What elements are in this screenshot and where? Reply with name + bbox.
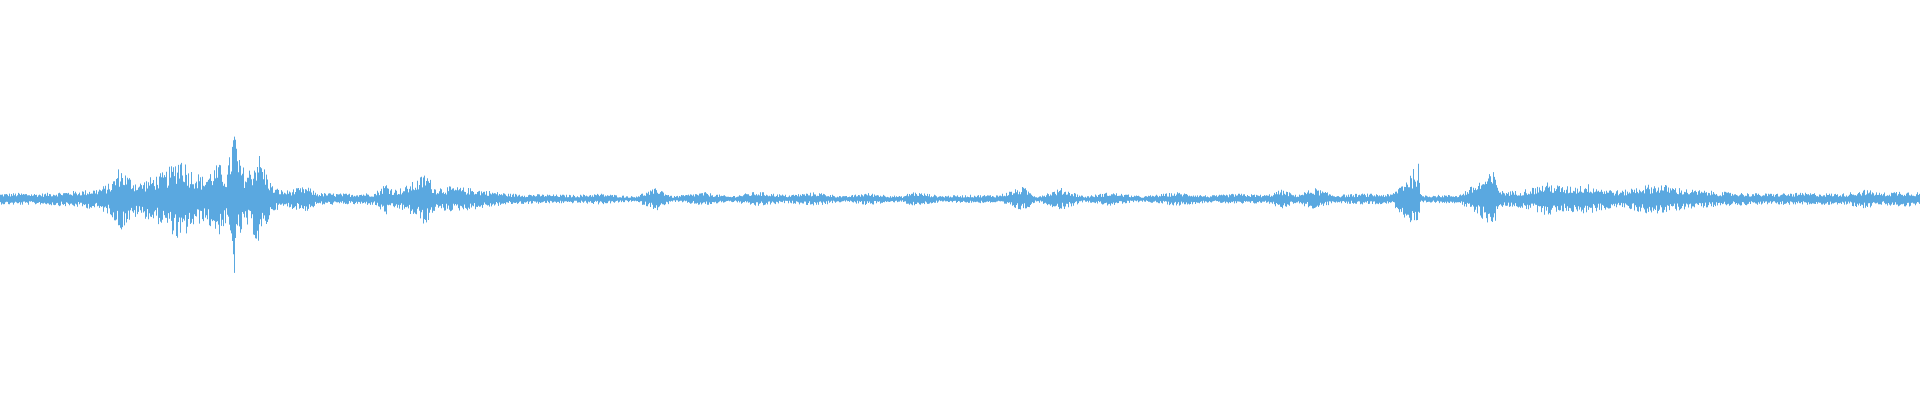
waveform-samples (0, 136, 1920, 273)
waveform-path (0, 136, 1920, 273)
